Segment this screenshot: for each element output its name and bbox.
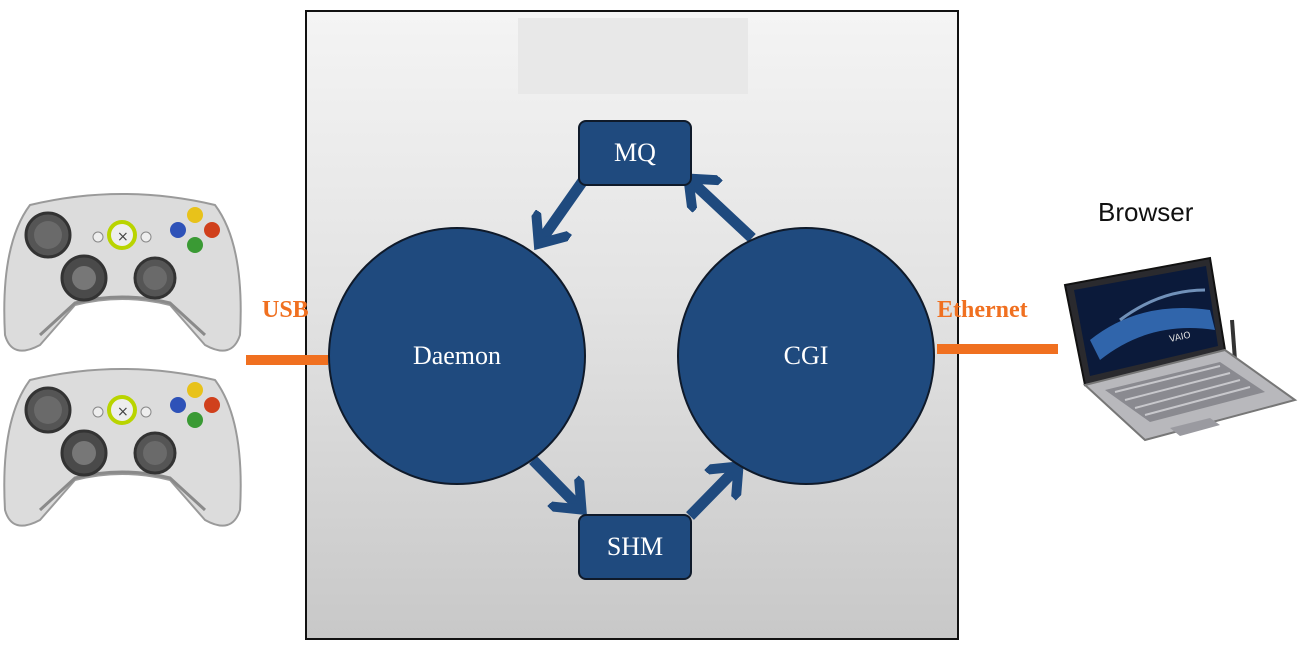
arrow-cgi-to-mq: [690, 180, 756, 243]
daemon-node: Daemon: [328, 227, 586, 485]
daemon-label: Daemon: [412, 341, 502, 370]
cgi-label: CGI: [783, 341, 829, 370]
mq-label: MQ: [614, 138, 656, 167]
shm-label: SHM: [606, 532, 664, 561]
title-placeholder: [518, 18, 748, 94]
usb-label: USB: [262, 297, 309, 323]
mq-node: MQ: [578, 120, 692, 186]
laptop-icon: VAIO: [1063, 256, 1298, 442]
cgi-node: CGI: [677, 227, 935, 485]
arrow-daemon-to-shm: [529, 456, 580, 508]
ethernet-label: Ethernet: [937, 297, 1028, 323]
arrow-shm-to-cgi: [686, 468, 737, 520]
browser-label: Browser: [1098, 197, 1194, 227]
laptop-brand-label: VAIO: [1169, 331, 1192, 345]
shm-node: SHM: [578, 514, 692, 580]
svg-text:×: ×: [117, 404, 129, 420]
gamepad-icon: ×: [3, 193, 242, 352]
arrow-mq-to-daemon: [540, 174, 590, 242]
gamepad-icon: ×: [3, 368, 242, 527]
svg-text:×: ×: [117, 229, 129, 245]
